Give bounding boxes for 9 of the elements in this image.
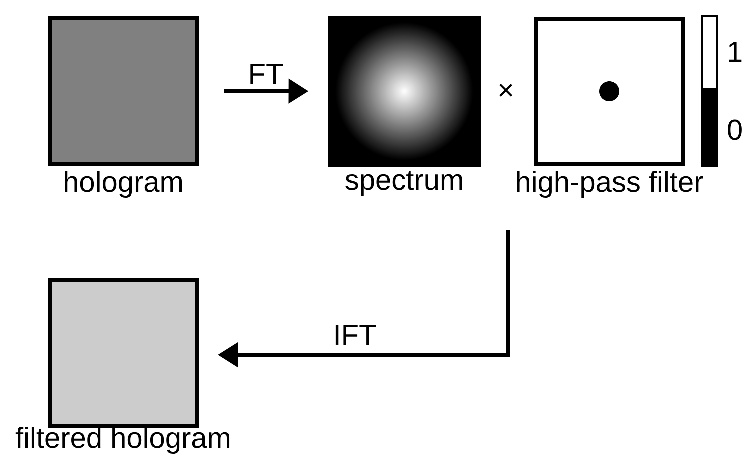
edge-label: FT xyxy=(250,64,284,84)
node-label: hologram xyxy=(65,170,182,198)
node-label: high-pass filter xyxy=(517,170,704,198)
times-sign: × xyxy=(500,84,512,97)
tick-label: 0 xyxy=(728,120,742,140)
node-label: filtered hologram xyxy=(16,427,230,454)
node-label: spectrum xyxy=(346,171,462,196)
edge-label: IFT xyxy=(336,325,376,345)
tick-label: 1 xyxy=(729,42,742,62)
